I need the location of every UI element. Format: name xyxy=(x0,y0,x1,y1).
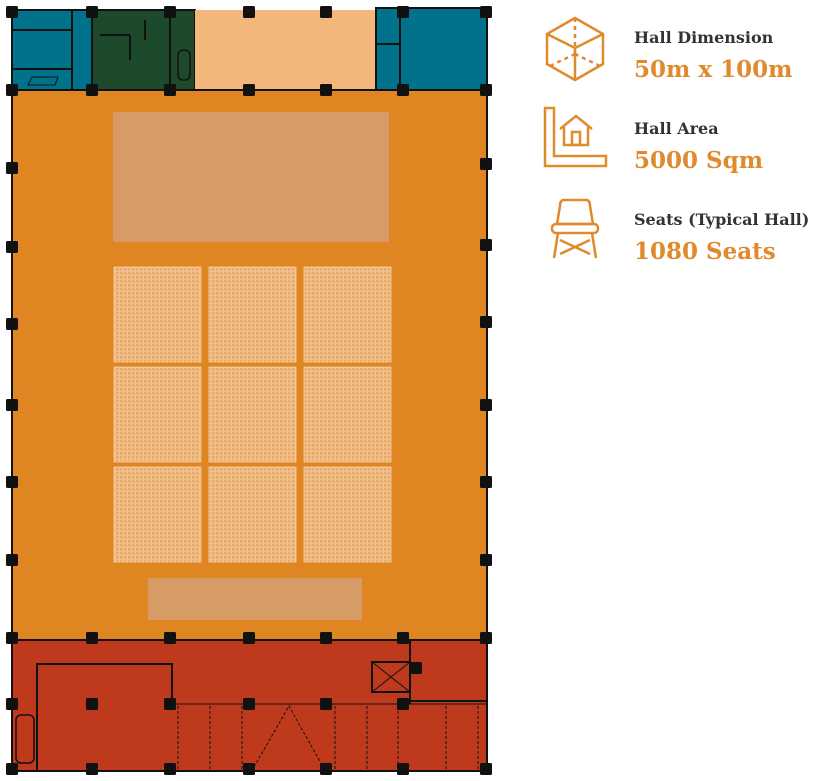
structural-column xyxy=(6,763,18,775)
structural-column xyxy=(6,84,18,96)
structural-column xyxy=(320,6,332,18)
structural-column xyxy=(86,698,98,710)
structural-column xyxy=(480,84,492,96)
stat-value: 5000 Sqm xyxy=(634,147,764,174)
structural-column xyxy=(86,763,98,775)
structural-column xyxy=(320,84,332,96)
structural-column xyxy=(397,698,409,710)
stage-area xyxy=(113,112,389,242)
structural-column xyxy=(480,632,492,644)
structural-column xyxy=(410,662,422,674)
structural-column xyxy=(164,84,176,96)
front-platform xyxy=(148,578,362,620)
structural-column xyxy=(243,84,255,96)
top-right-service-room xyxy=(375,7,488,91)
structural-column xyxy=(480,476,492,488)
structural-column xyxy=(320,698,332,710)
structural-column xyxy=(397,84,409,96)
parking-bays xyxy=(177,704,479,769)
structural-column xyxy=(6,554,18,566)
stat-label: Hall Area xyxy=(634,119,719,138)
structural-column xyxy=(243,698,255,710)
seating-block xyxy=(303,266,392,363)
structural-column xyxy=(164,632,176,644)
structural-column xyxy=(86,6,98,18)
structural-column xyxy=(6,6,18,18)
seating-block xyxy=(303,466,392,563)
structural-column xyxy=(164,763,176,775)
structural-column xyxy=(243,632,255,644)
stat-label: Seats (Typical Hall) xyxy=(634,210,810,229)
stat-label: Hall Dimension xyxy=(634,28,774,47)
structural-column xyxy=(6,632,18,644)
structural-column xyxy=(397,763,409,775)
structural-column xyxy=(320,632,332,644)
structural-column xyxy=(480,763,492,775)
structural-column xyxy=(6,476,18,488)
structural-column xyxy=(86,84,98,96)
structural-column xyxy=(397,632,409,644)
seating-block xyxy=(208,366,297,463)
stat-value: 1080 Seats xyxy=(634,238,776,265)
stat-value: 50m x 100m xyxy=(634,56,793,83)
structural-column xyxy=(480,399,492,411)
structural-column xyxy=(397,6,409,18)
seating-block xyxy=(303,366,392,463)
seating-block xyxy=(208,466,297,563)
structural-column xyxy=(480,554,492,566)
structural-column xyxy=(480,239,492,251)
structural-column xyxy=(6,162,18,174)
area-ruler-house-icon xyxy=(543,106,608,168)
structural-column xyxy=(164,6,176,18)
cube-icon xyxy=(545,16,605,82)
seating-blocks xyxy=(113,266,392,563)
structural-column xyxy=(243,763,255,775)
structural-column xyxy=(6,698,18,710)
structural-column xyxy=(480,6,492,18)
structural-column xyxy=(320,763,332,775)
structural-column xyxy=(164,698,176,710)
structural-column xyxy=(6,318,18,330)
top-left-service-room xyxy=(11,9,93,91)
chair-icon xyxy=(550,198,600,259)
foyer xyxy=(195,10,376,90)
seating-block xyxy=(113,466,202,563)
floor-plan xyxy=(6,6,492,775)
structural-column xyxy=(480,316,492,328)
structural-column xyxy=(86,632,98,644)
structural-column xyxy=(6,241,18,253)
structural-column xyxy=(6,399,18,411)
top-interior-walls xyxy=(12,10,401,90)
structural-column xyxy=(480,158,492,170)
structural-column xyxy=(243,6,255,18)
structural-columns xyxy=(6,6,492,775)
seating-block xyxy=(113,266,202,363)
seating-block xyxy=(113,366,202,463)
seating-block xyxy=(208,266,297,363)
